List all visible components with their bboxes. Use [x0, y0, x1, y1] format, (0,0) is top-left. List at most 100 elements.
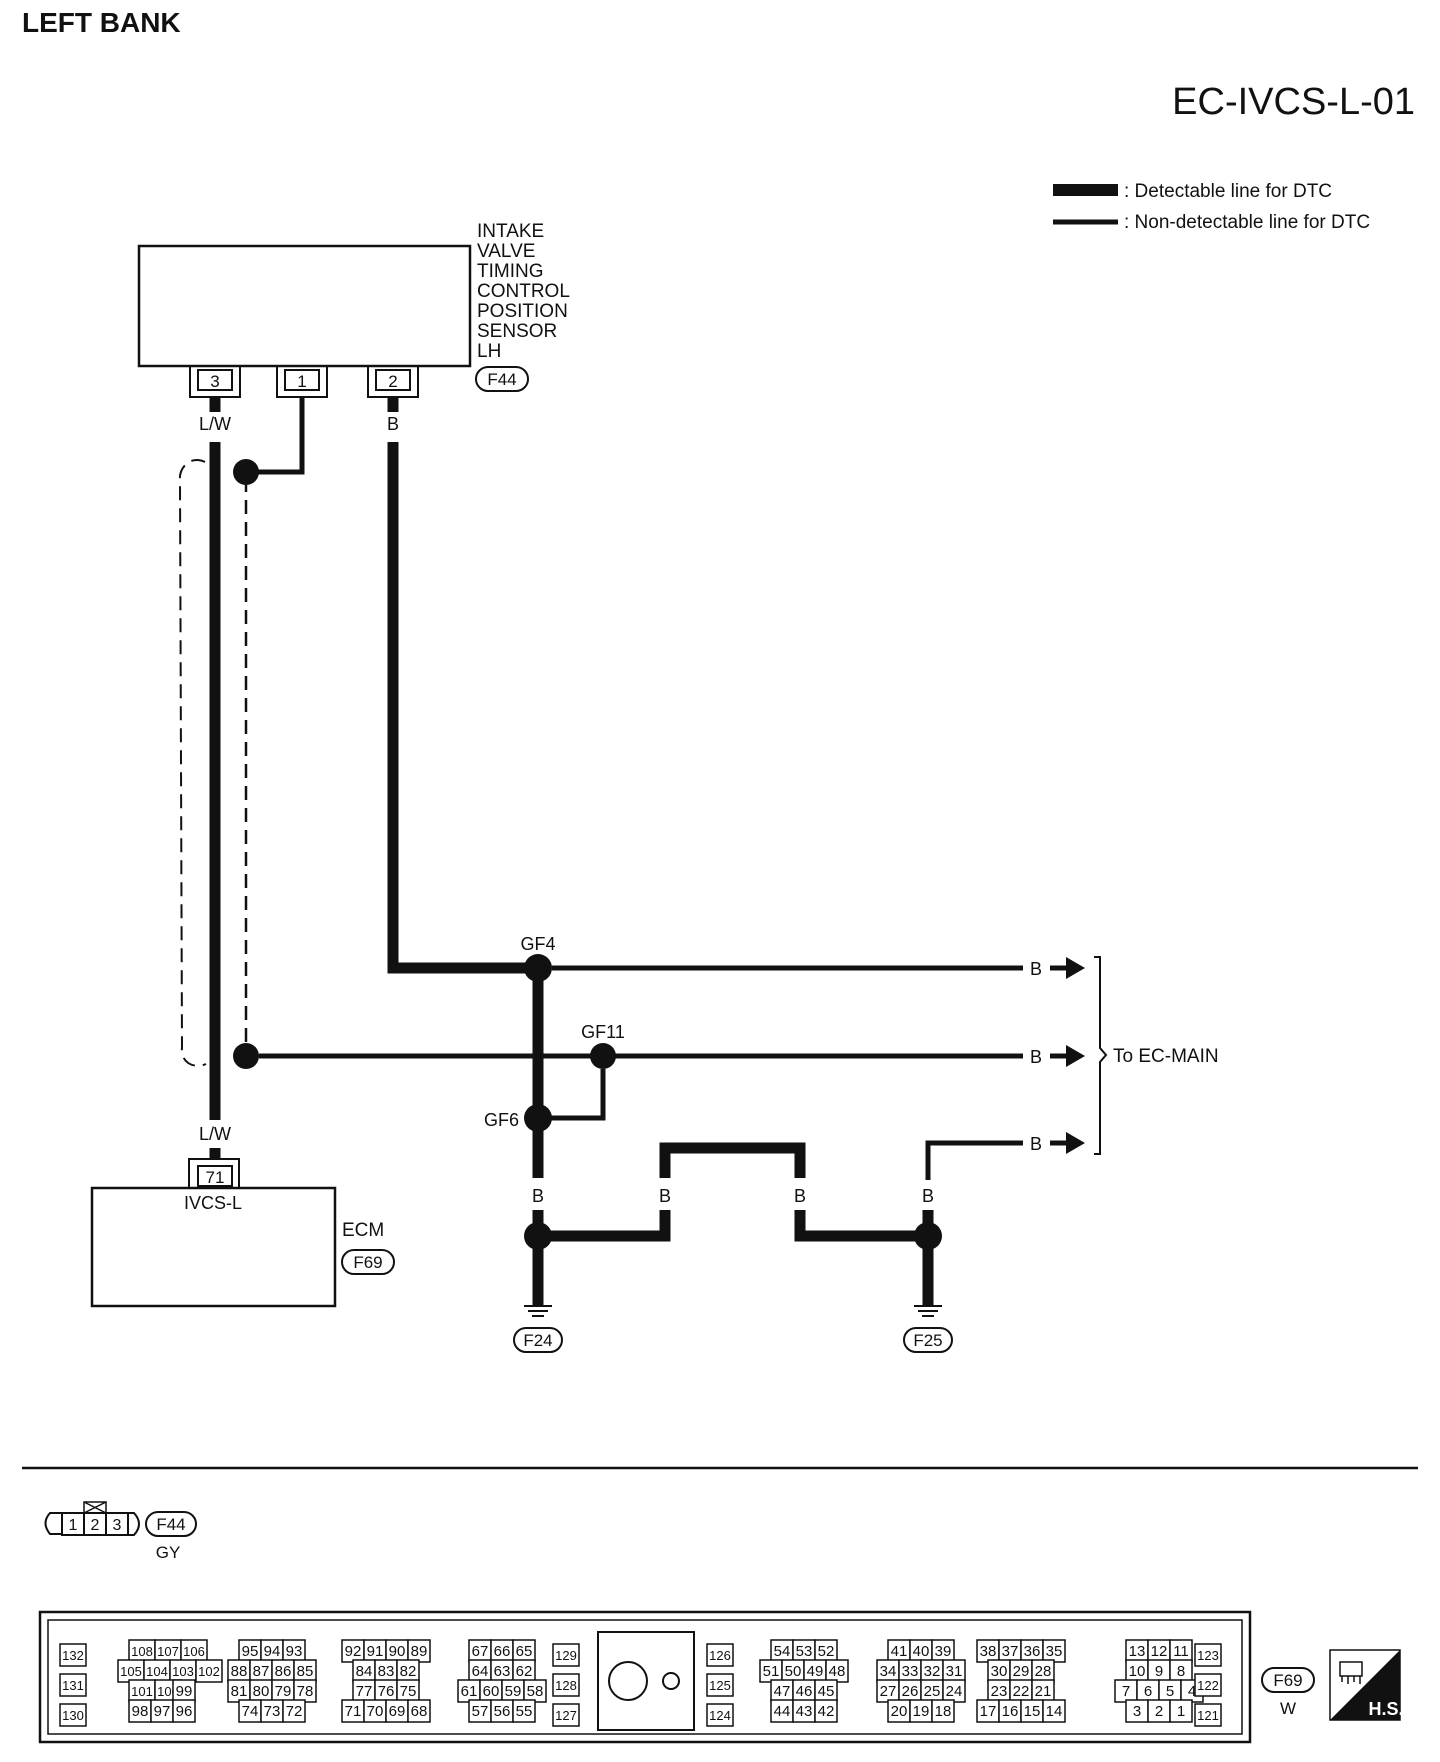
f69-pin-cell: [1194, 1673, 1222, 1697]
f69-pin-cell: [59, 1703, 87, 1727]
f69-pin-label: 81: [231, 1683, 248, 1700]
f69-pin-label: 83: [378, 1663, 395, 1680]
wire-label-b-f25: B: [922, 1186, 934, 1206]
output-arrow-2: B: [1030, 1045, 1085, 1067]
f69-pin-label: 84: [356, 1663, 373, 1680]
sensor-connector-id: F44: [475, 366, 529, 392]
f69-pin-label: 57: [472, 1703, 489, 1720]
f69-pin-label: 46: [796, 1683, 813, 1700]
f69-pin-label: 71: [345, 1703, 362, 1720]
ground-symbol-f25: F25: [903, 1236, 953, 1353]
f69-pin-label: 88: [231, 1663, 248, 1680]
f69-pin-label: 79: [275, 1683, 292, 1700]
f69-pin-cell: [512, 1699, 536, 1723]
f69-pin-cell: [59, 1643, 87, 1667]
f69-pin-label: 17: [980, 1703, 997, 1720]
sensor-label-line-2: VALVE: [477, 241, 535, 262]
f44-view-pin-2: 2: [91, 1517, 100, 1534]
f25-to-main-wire: [925, 1140, 1023, 1180]
legend: : Detectable line for DTC : Non-detectab…: [1053, 181, 1370, 233]
f69-pin-label: 33: [902, 1663, 919, 1680]
f69-pin-label: 18: [935, 1703, 952, 1720]
f69-pin-label: 99: [176, 1683, 193, 1700]
f44-connector-view: 1 2 3 F44 GY: [44, 1501, 197, 1562]
sensor-connector-label: F44: [487, 370, 516, 389]
wire-label-b-right-mid: B: [794, 1186, 806, 1206]
f24-f25-ground-wire: [538, 1142, 928, 1242]
output-wire-label-1: B: [1030, 959, 1042, 979]
ecm-terminal-label: IVCS-L: [184, 1193, 242, 1213]
shield-splice-top: [233, 459, 259, 485]
f69-pin-label: 97: [154, 1703, 171, 1720]
output-arrow-3: B: [1030, 1132, 1085, 1154]
f69-pin-label: 107: [157, 1644, 179, 1659]
f69-pin-label: 70: [367, 1703, 384, 1720]
to-ec-main-label: To EC-MAIN: [1113, 1046, 1219, 1067]
f69-pin-label: 41: [891, 1643, 908, 1660]
f69-pin-label: 61: [461, 1683, 478, 1700]
f69-pin-label: 86: [275, 1663, 292, 1680]
f69-pin-label: 93: [286, 1643, 303, 1660]
f69-pin-label: 48: [829, 1663, 846, 1680]
shield-splice-bottom: [233, 1043, 259, 1069]
sensor-pin-3-label: 3: [210, 372, 219, 391]
f69-pin-label: 11: [1173, 1643, 1189, 1660]
sensor-pin-2-label: 2: [388, 372, 397, 391]
f69-pin-label: 39: [935, 1643, 952, 1660]
f69-pin-label: 42: [818, 1703, 835, 1720]
f69-pin-label: 63: [494, 1663, 511, 1680]
junction-gf4-label: GF4: [520, 934, 555, 954]
output-arrow-1: B: [1030, 957, 1085, 979]
f69-pin-label: 94: [264, 1643, 281, 1660]
f69-pin-label: 59: [505, 1683, 522, 1700]
f69-pin-label: 54: [774, 1643, 791, 1660]
f69-center-boss: [597, 1631, 695, 1731]
f69-pin-label: 96: [176, 1703, 193, 1720]
hs-label: H.S.: [1368, 1699, 1403, 1719]
f69-pin-cell: [1194, 1643, 1222, 1667]
f69-pin-label: 103: [172, 1664, 194, 1679]
f69-pin-label: 38: [980, 1643, 997, 1660]
f69-pin-label: 36: [1024, 1643, 1041, 1660]
f69-pin-label: 68: [411, 1703, 428, 1720]
f69-pin-label: 64: [472, 1663, 489, 1680]
sensor-pin-2: 2: [367, 366, 419, 398]
b-wire-main: [387, 442, 538, 974]
f69-pin-label: 92: [345, 1643, 362, 1660]
sensor-label-line-4: CONTROL: [477, 281, 570, 302]
f69-pin-label: 30: [991, 1663, 1008, 1680]
ecm-box: [90, 1186, 337, 1308]
sensor-pin-1-label: 1: [297, 372, 306, 391]
f69-pin-label: 9: [1155, 1663, 1163, 1680]
f69-pin-cell: [195, 1659, 223, 1683]
f69-pin-cell: [706, 1703, 734, 1727]
f69-pin-label: 101: [131, 1684, 153, 1699]
sensor-label-line-3: TIMING: [477, 261, 544, 282]
f69-pin-cell: [552, 1703, 580, 1727]
sensor-box: [137, 244, 472, 368]
f69-pin-label: 47: [774, 1683, 791, 1700]
f69-pin-label: 2: [1155, 1703, 1163, 1720]
f69-pin-cell: [1169, 1699, 1193, 1723]
f69-pin-label: 105: [120, 1664, 142, 1679]
sensor-label-line-1: INTAKE: [477, 221, 544, 242]
f69-pin-label: 78: [297, 1683, 314, 1700]
f69-pin-label: 43: [796, 1703, 813, 1720]
wire-label-b-top: B: [387, 414, 399, 434]
ecm-connector-label: F69: [353, 1253, 382, 1272]
wire-label-lw-top: L/W: [199, 414, 231, 434]
diagram-code: EC-IVCS-L-01: [1172, 81, 1415, 123]
ecm-component: 71 IVCS-L ECM F69: [90, 1158, 395, 1308]
f69-pin-label: 58: [527, 1683, 544, 1700]
f69-pin-label: 72: [286, 1703, 303, 1720]
f69-pin-label: 31: [946, 1663, 963, 1680]
junction-gf11-label: GF11: [581, 1022, 625, 1042]
f69-pin-label: 44: [774, 1703, 791, 1720]
f69-pin-label: 73: [264, 1703, 281, 1720]
f69-pin-label: 87: [253, 1663, 270, 1680]
f69-pin-cell: [59, 1673, 87, 1697]
ecm-pin-label: 71: [206, 1168, 225, 1187]
f69-view-id: F69: [1273, 1671, 1302, 1690]
